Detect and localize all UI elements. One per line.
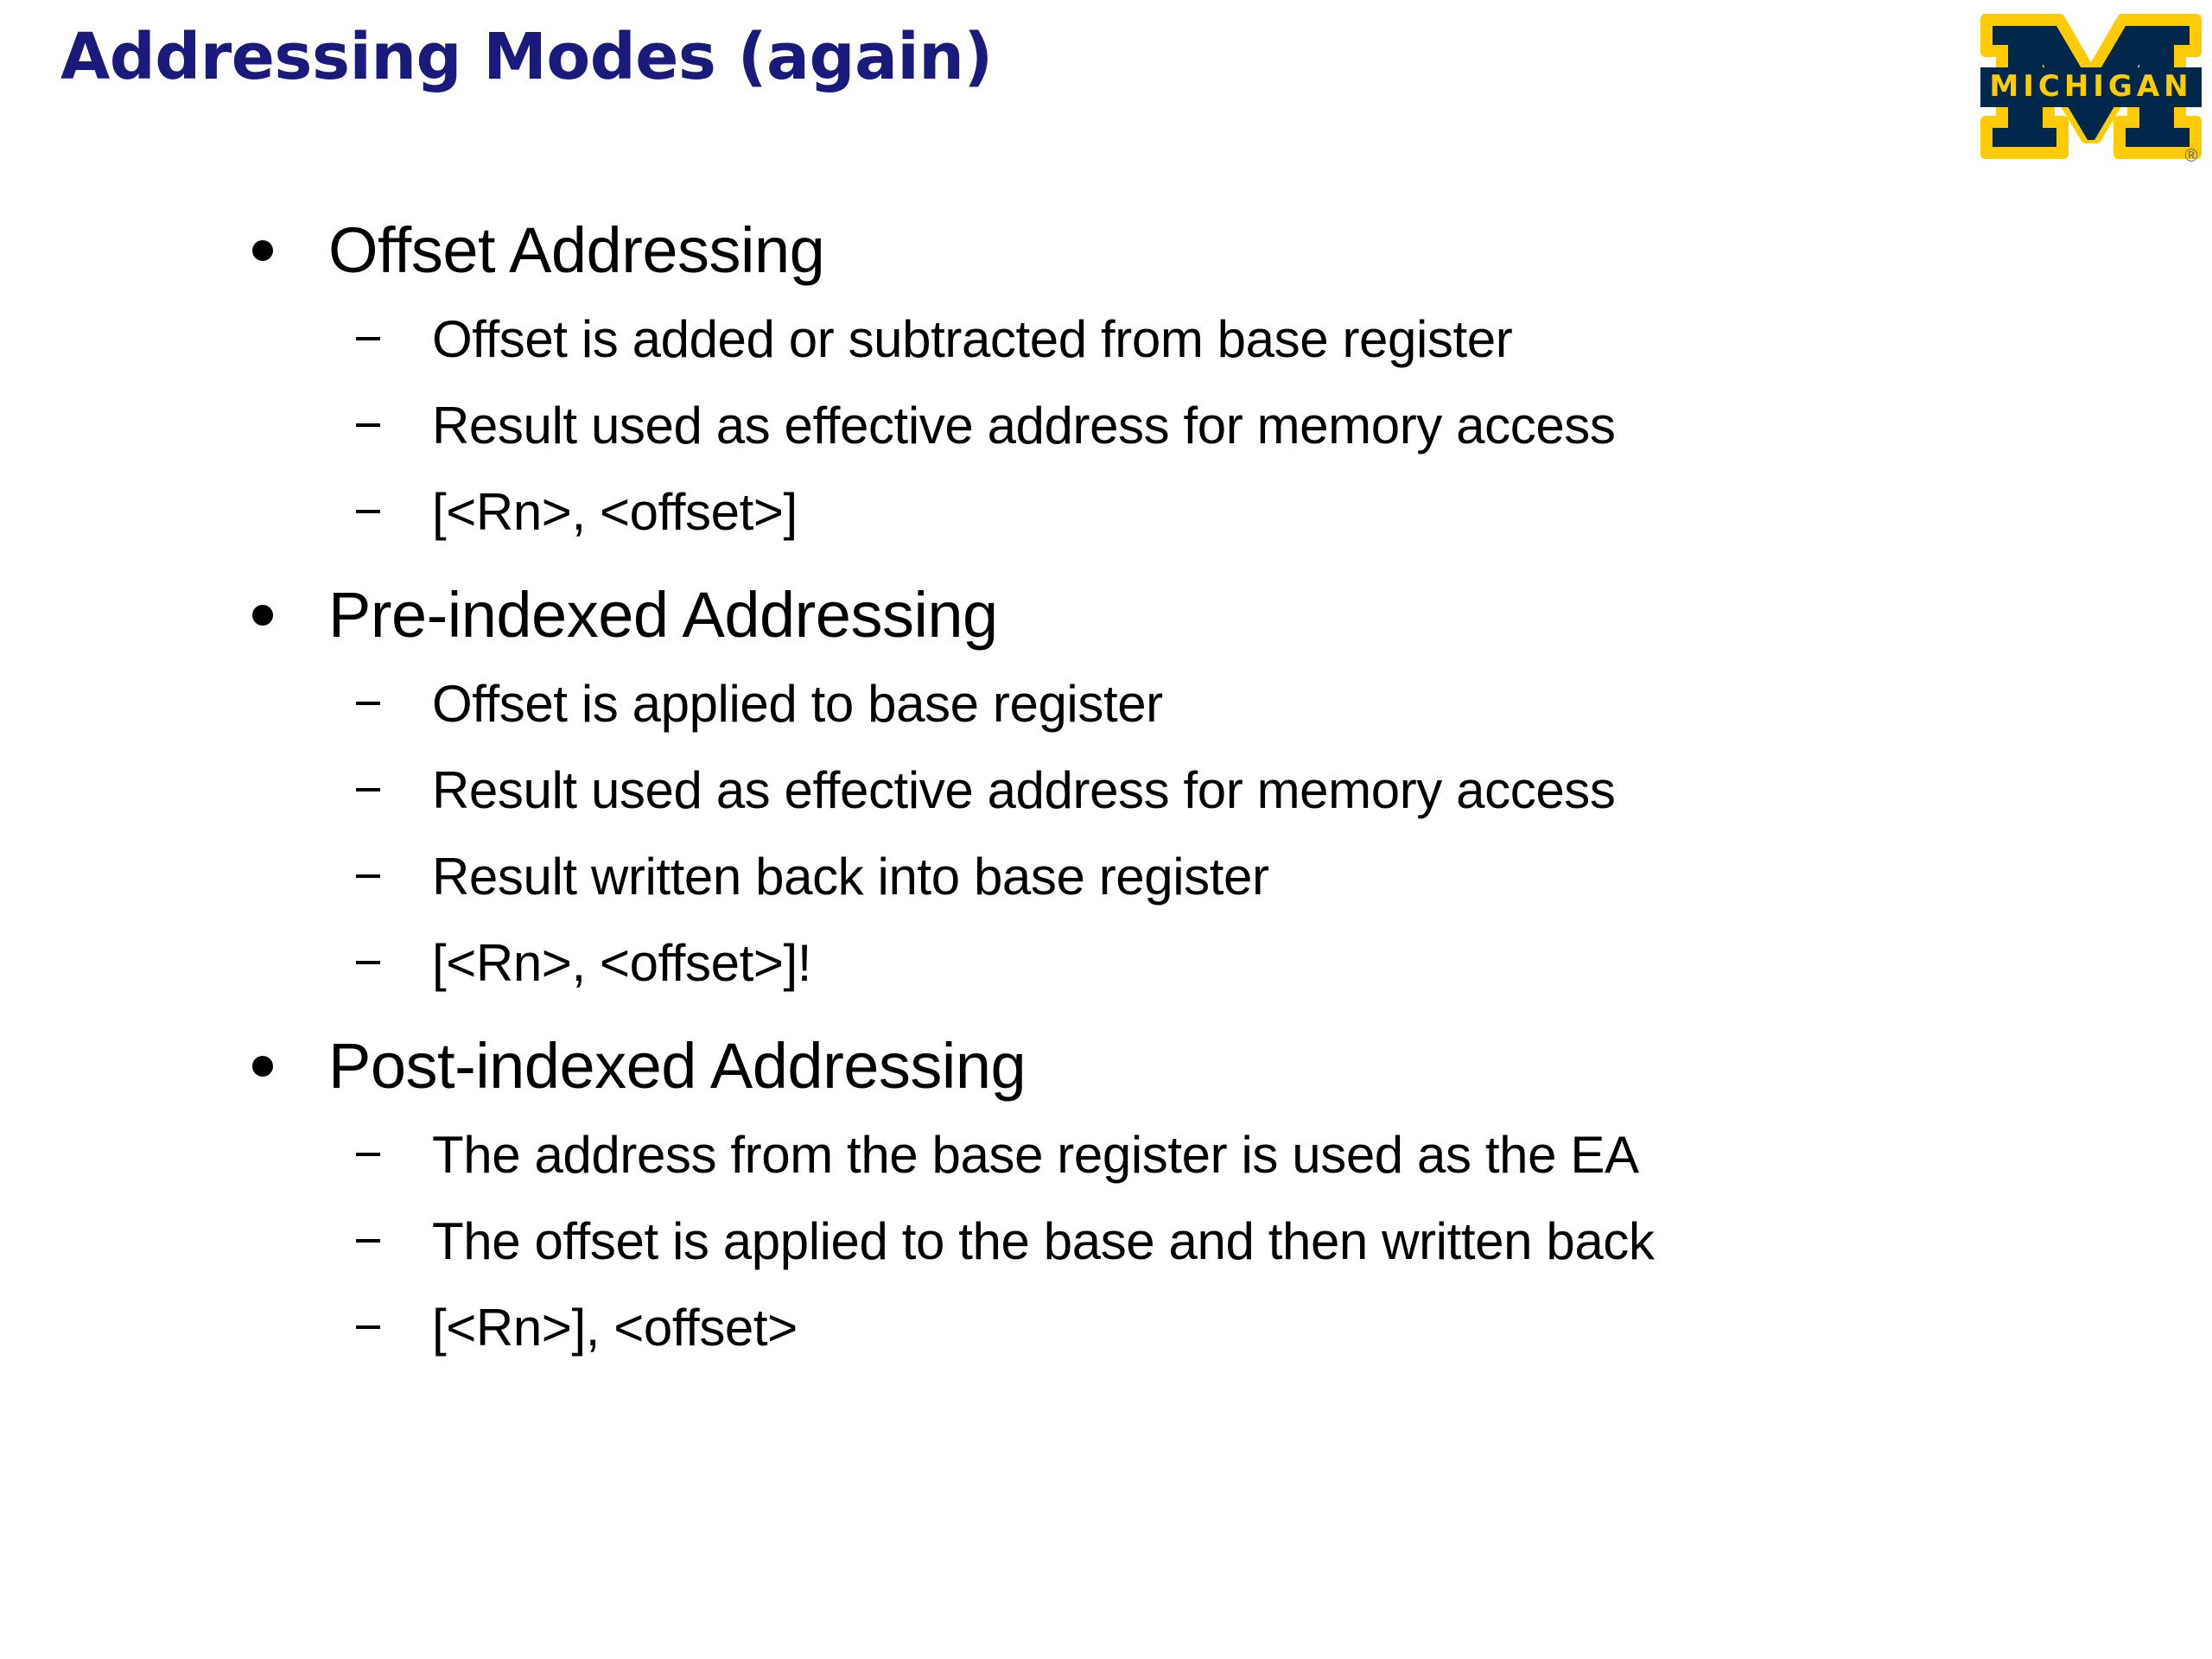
sub-bullet-label: [<Rn>], <offset> bbox=[432, 1298, 798, 1357]
bullet-group-offset-addressing: Offset Addressing Offset is added or sub… bbox=[0, 206, 2212, 555]
group-spacer bbox=[0, 555, 2212, 570]
dash-icon bbox=[356, 423, 380, 427]
bullet-dot-icon bbox=[252, 605, 273, 626]
bullet-offset-addressing: Offset Addressing bbox=[0, 206, 2212, 296]
dash-icon bbox=[356, 961, 380, 964]
sub-bullet-item: The address from the base register is us… bbox=[0, 1111, 2212, 1198]
bullet-group-pre-indexed-addressing: Pre-indexed Addressing Offset is applied… bbox=[0, 570, 2212, 1006]
sub-bullet-label: Result used as effective address for mem… bbox=[432, 396, 1616, 454]
dash-icon bbox=[356, 1239, 380, 1243]
dash-icon bbox=[356, 510, 380, 513]
dash-icon bbox=[356, 1153, 380, 1156]
sub-bullet-item: [<Rn>, <offset>]! bbox=[0, 919, 2212, 1006]
sub-bullet-item: The offset is applied to the base and th… bbox=[0, 1198, 2212, 1284]
bullet-post-indexed-addressing: Post-indexed Addressing bbox=[0, 1021, 2212, 1111]
registered-trademark-mark: ® bbox=[2183, 145, 2200, 166]
sub-bullet-item: [<Rn>, <offset>] bbox=[0, 468, 2212, 555]
sub-bullet-item: Result used as effective address for mem… bbox=[0, 747, 2212, 833]
svg-text:MICHIGAN: MICHIGAN bbox=[1989, 69, 2192, 104]
page-title: Addressing Modes (again) bbox=[60, 20, 993, 94]
dash-icon bbox=[356, 874, 380, 878]
dash-icon bbox=[356, 337, 380, 340]
group-spacer bbox=[0, 1006, 2212, 1021]
sub-bullet-label: [<Rn>, <offset>]! bbox=[432, 933, 812, 992]
sub-bullet-label: Result written back into base register bbox=[432, 847, 1269, 906]
bullet-dot-icon bbox=[252, 1056, 273, 1077]
sub-bullet-label: The offset is applied to the base and th… bbox=[432, 1211, 1655, 1270]
slide-body: Offset Addressing Offset is added or sub… bbox=[0, 206, 2212, 1370]
dash-icon bbox=[356, 1325, 380, 1329]
bullet-label: Offset Addressing bbox=[328, 214, 825, 286]
dash-icon bbox=[356, 788, 380, 791]
sub-bullet-item: Offset is added or subtracted from base … bbox=[0, 296, 2212, 382]
sub-bullet-item: [<Rn>], <offset> bbox=[0, 1284, 2212, 1370]
bullet-label: Pre-indexed Addressing bbox=[328, 579, 998, 651]
university-of-michigan-block-m-logo: MICHIGAN ® bbox=[1980, 10, 2202, 166]
bullet-group-post-indexed-addressing: Post-indexed Addressing The address from… bbox=[0, 1021, 2212, 1370]
sub-bullet-item: Offset is applied to base register bbox=[0, 660, 2212, 747]
bullet-pre-indexed-addressing: Pre-indexed Addressing bbox=[0, 570, 2212, 660]
sub-bullet-item: Result written back into base register bbox=[0, 833, 2212, 919]
bullet-label: Post-indexed Addressing bbox=[328, 1030, 1027, 1102]
sub-bullet-item: Result used as effective address for mem… bbox=[0, 382, 2212, 468]
bullet-dot-icon bbox=[252, 240, 273, 261]
sub-bullet-label: The address from the base register is us… bbox=[432, 1125, 1639, 1184]
block-m-icon: MICHIGAN bbox=[1980, 14, 2202, 159]
sub-bullet-label: [<Rn>, <offset>] bbox=[432, 482, 798, 541]
sub-bullet-label: Offset is applied to base register bbox=[432, 674, 1163, 733]
sub-bullet-label: Result used as effective address for mem… bbox=[432, 760, 1616, 819]
dash-icon bbox=[356, 702, 380, 705]
sub-bullet-label: Offset is added or subtracted from base … bbox=[432, 309, 1513, 368]
